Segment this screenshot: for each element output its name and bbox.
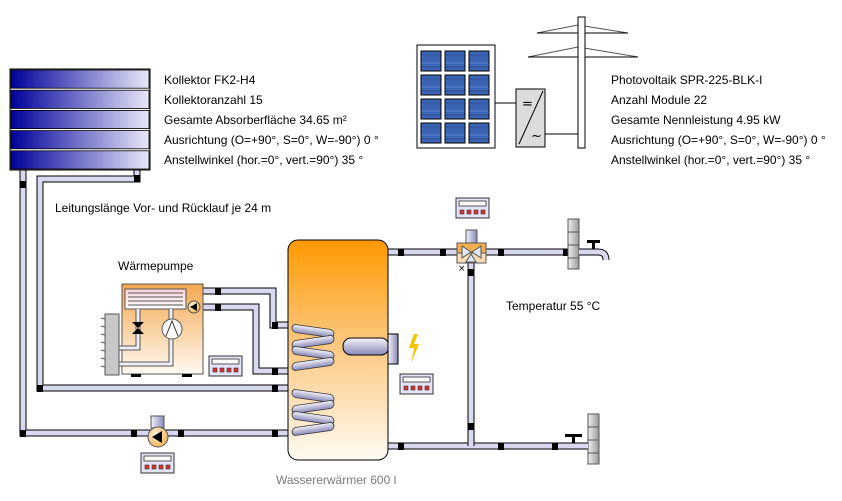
coil-turn [291, 411, 335, 425]
mixing-valve-controller[interactable] [455, 197, 490, 219]
storage-tank-label: Wassererwärmer 600 l [276, 473, 397, 487]
heat-pump-controller[interactable] [208, 355, 243, 377]
upper-heat-exchanger-coil [291, 324, 335, 371]
wall-upper [567, 218, 580, 270]
collector-panel [10, 110, 150, 130]
solar-circulation-pump[interactable] [147, 415, 169, 448]
inverter[interactable]: = ~ [515, 88, 546, 148]
cold-water-inlet-valve-icon[interactable] [565, 434, 588, 450]
coil-turn [291, 389, 335, 403]
pv-rated-power: Gesamte Nennleistung 4.95 kW [611, 113, 781, 127]
pv-module [444, 74, 466, 96]
pv-module [420, 50, 442, 72]
pv-module [468, 50, 490, 72]
pipe-joints [20, 175, 569, 450]
collector-area: Gesamte Absorberfläche 34.65 m² [164, 113, 347, 127]
pipe-length-label: Leitungslänge Vor- und Rücklauf je 24 m [55, 201, 272, 215]
solar-collector-info: Kollektor FK2-H4 Kollektoranzahl 15 Gesa… [164, 70, 379, 170]
heater-controller[interactable] [399, 373, 434, 395]
coil-turn [291, 346, 335, 360]
collector-panel [10, 69, 150, 89]
wall-lower [587, 413, 600, 465]
heat-pump[interactable] [100, 283, 204, 377]
pv-module [420, 98, 442, 120]
pv-module [444, 122, 466, 144]
coil-turn [291, 335, 335, 349]
hot-water-tap-icon[interactable] [579, 240, 610, 261]
heat-pump-label: Wärmepumpe [118, 259, 194, 273]
pv-module [420, 74, 442, 96]
solar-collector[interactable] [9, 68, 151, 171]
collector-orientation: Ausrichtung (O=+90°, S=0°, W=-90°) 0 ° [164, 133, 379, 147]
inverter-ac-symbol: ~ [531, 129, 542, 144]
svg-text:×: × [458, 264, 466, 274]
coil-turn [291, 324, 335, 338]
pv-info: Photovoltaik SPR-225-BLK-I Anzahl Module… [611, 70, 826, 170]
collector-tilt: Anstellwinkel (hor.=0°, vert.=90°) 35 ° [164, 153, 364, 167]
pv-tilt: Anstellwinkel (hor.=0°, vert.=90°) 35 ° [611, 153, 811, 167]
pv-module-count: Anzahl Module 22 [611, 93, 708, 107]
pv-module [444, 98, 466, 120]
collector-count: Kollektoranzahl 15 [164, 93, 263, 107]
expansion-valve-icon [132, 322, 144, 334]
pv-module [444, 50, 466, 72]
electric-heater[interactable] [342, 333, 399, 365]
solar-pump-controller[interactable] [140, 452, 175, 474]
pv-module [468, 74, 490, 96]
collector-panel [10, 150, 150, 170]
collector-panel [10, 89, 150, 109]
evaporator-icon [104, 313, 120, 376]
collector-model: Kollektor FK2-H4 [164, 73, 256, 87]
pv-module [468, 122, 490, 144]
pv-array[interactable] [416, 44, 496, 149]
coil-turn [291, 400, 335, 414]
coil-turn [291, 422, 335, 436]
pv-module [420, 122, 442, 144]
domestic-water-pipes [388, 248, 598, 450]
pv-model: Photovoltaik SPR-225-BLK-I [611, 73, 763, 87]
inverter-dc-symbol: = [522, 97, 533, 112]
pv-module [468, 98, 490, 120]
coil-turn [291, 357, 335, 371]
pv-orientation: Ausrichtung (O=+90°, S=0°, W=-90°) 0 ° [611, 133, 826, 147]
collector-panel [10, 130, 150, 150]
lightning-bolt-icon [409, 334, 419, 363]
temperature-label: Temperatur 55 °C [506, 299, 601, 313]
power-pylon-icon [527, 16, 639, 149]
lower-heat-exchanger-coil [291, 389, 335, 436]
thermostatic-mixing-valve[interactable]: × [456, 229, 487, 274]
